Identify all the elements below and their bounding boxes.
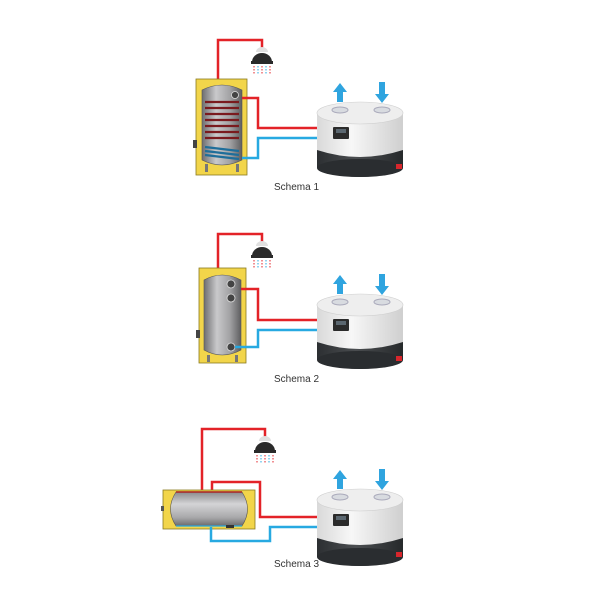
shower-head-icon xyxy=(251,241,273,268)
shower-head-icon xyxy=(254,436,276,463)
hot-water-pipe xyxy=(241,287,320,322)
heat-pump-unit xyxy=(316,488,404,566)
cold-water-pipe xyxy=(235,328,320,349)
storage-tank-twin-coil xyxy=(193,78,248,176)
drain-valve xyxy=(396,552,402,557)
cold-water-pipe xyxy=(209,525,320,543)
arrow-up-icon xyxy=(333,470,347,489)
horizontal-storage-tank xyxy=(161,489,256,530)
hot-water-pipe-to-shower xyxy=(200,427,267,490)
lower-heating-coil xyxy=(204,145,240,161)
hot-water-pipe xyxy=(242,96,320,130)
hot-water-pipe xyxy=(210,480,320,519)
schema-3: Schema 3 xyxy=(161,427,404,570)
schema-1: Schema 1 xyxy=(193,38,404,193)
shower-head-icon xyxy=(251,47,273,74)
drain-valve xyxy=(396,164,402,169)
schema-1-caption: Schema 1 xyxy=(274,182,319,193)
heat-pump-unit xyxy=(316,101,404,177)
arrow-up-icon xyxy=(333,83,347,102)
hot-water-pipe-to-shower xyxy=(216,38,264,82)
storage-tank xyxy=(196,267,247,364)
schema-3-caption: Schema 3 xyxy=(274,559,319,570)
arrow-down-icon xyxy=(375,274,389,295)
schema-2: Schema 2 xyxy=(196,232,404,385)
cold-water-pipe xyxy=(242,136,320,160)
heat-pump-unit xyxy=(316,293,404,369)
hot-water-pipe-to-shower xyxy=(216,232,264,271)
arrow-down-icon xyxy=(375,469,389,490)
arrow-down-icon xyxy=(375,82,389,103)
upper-heating-coil xyxy=(205,100,239,140)
schema-2-caption: Schema 2 xyxy=(274,374,319,385)
arrow-up-icon xyxy=(333,275,347,294)
drain-valve xyxy=(396,356,402,361)
